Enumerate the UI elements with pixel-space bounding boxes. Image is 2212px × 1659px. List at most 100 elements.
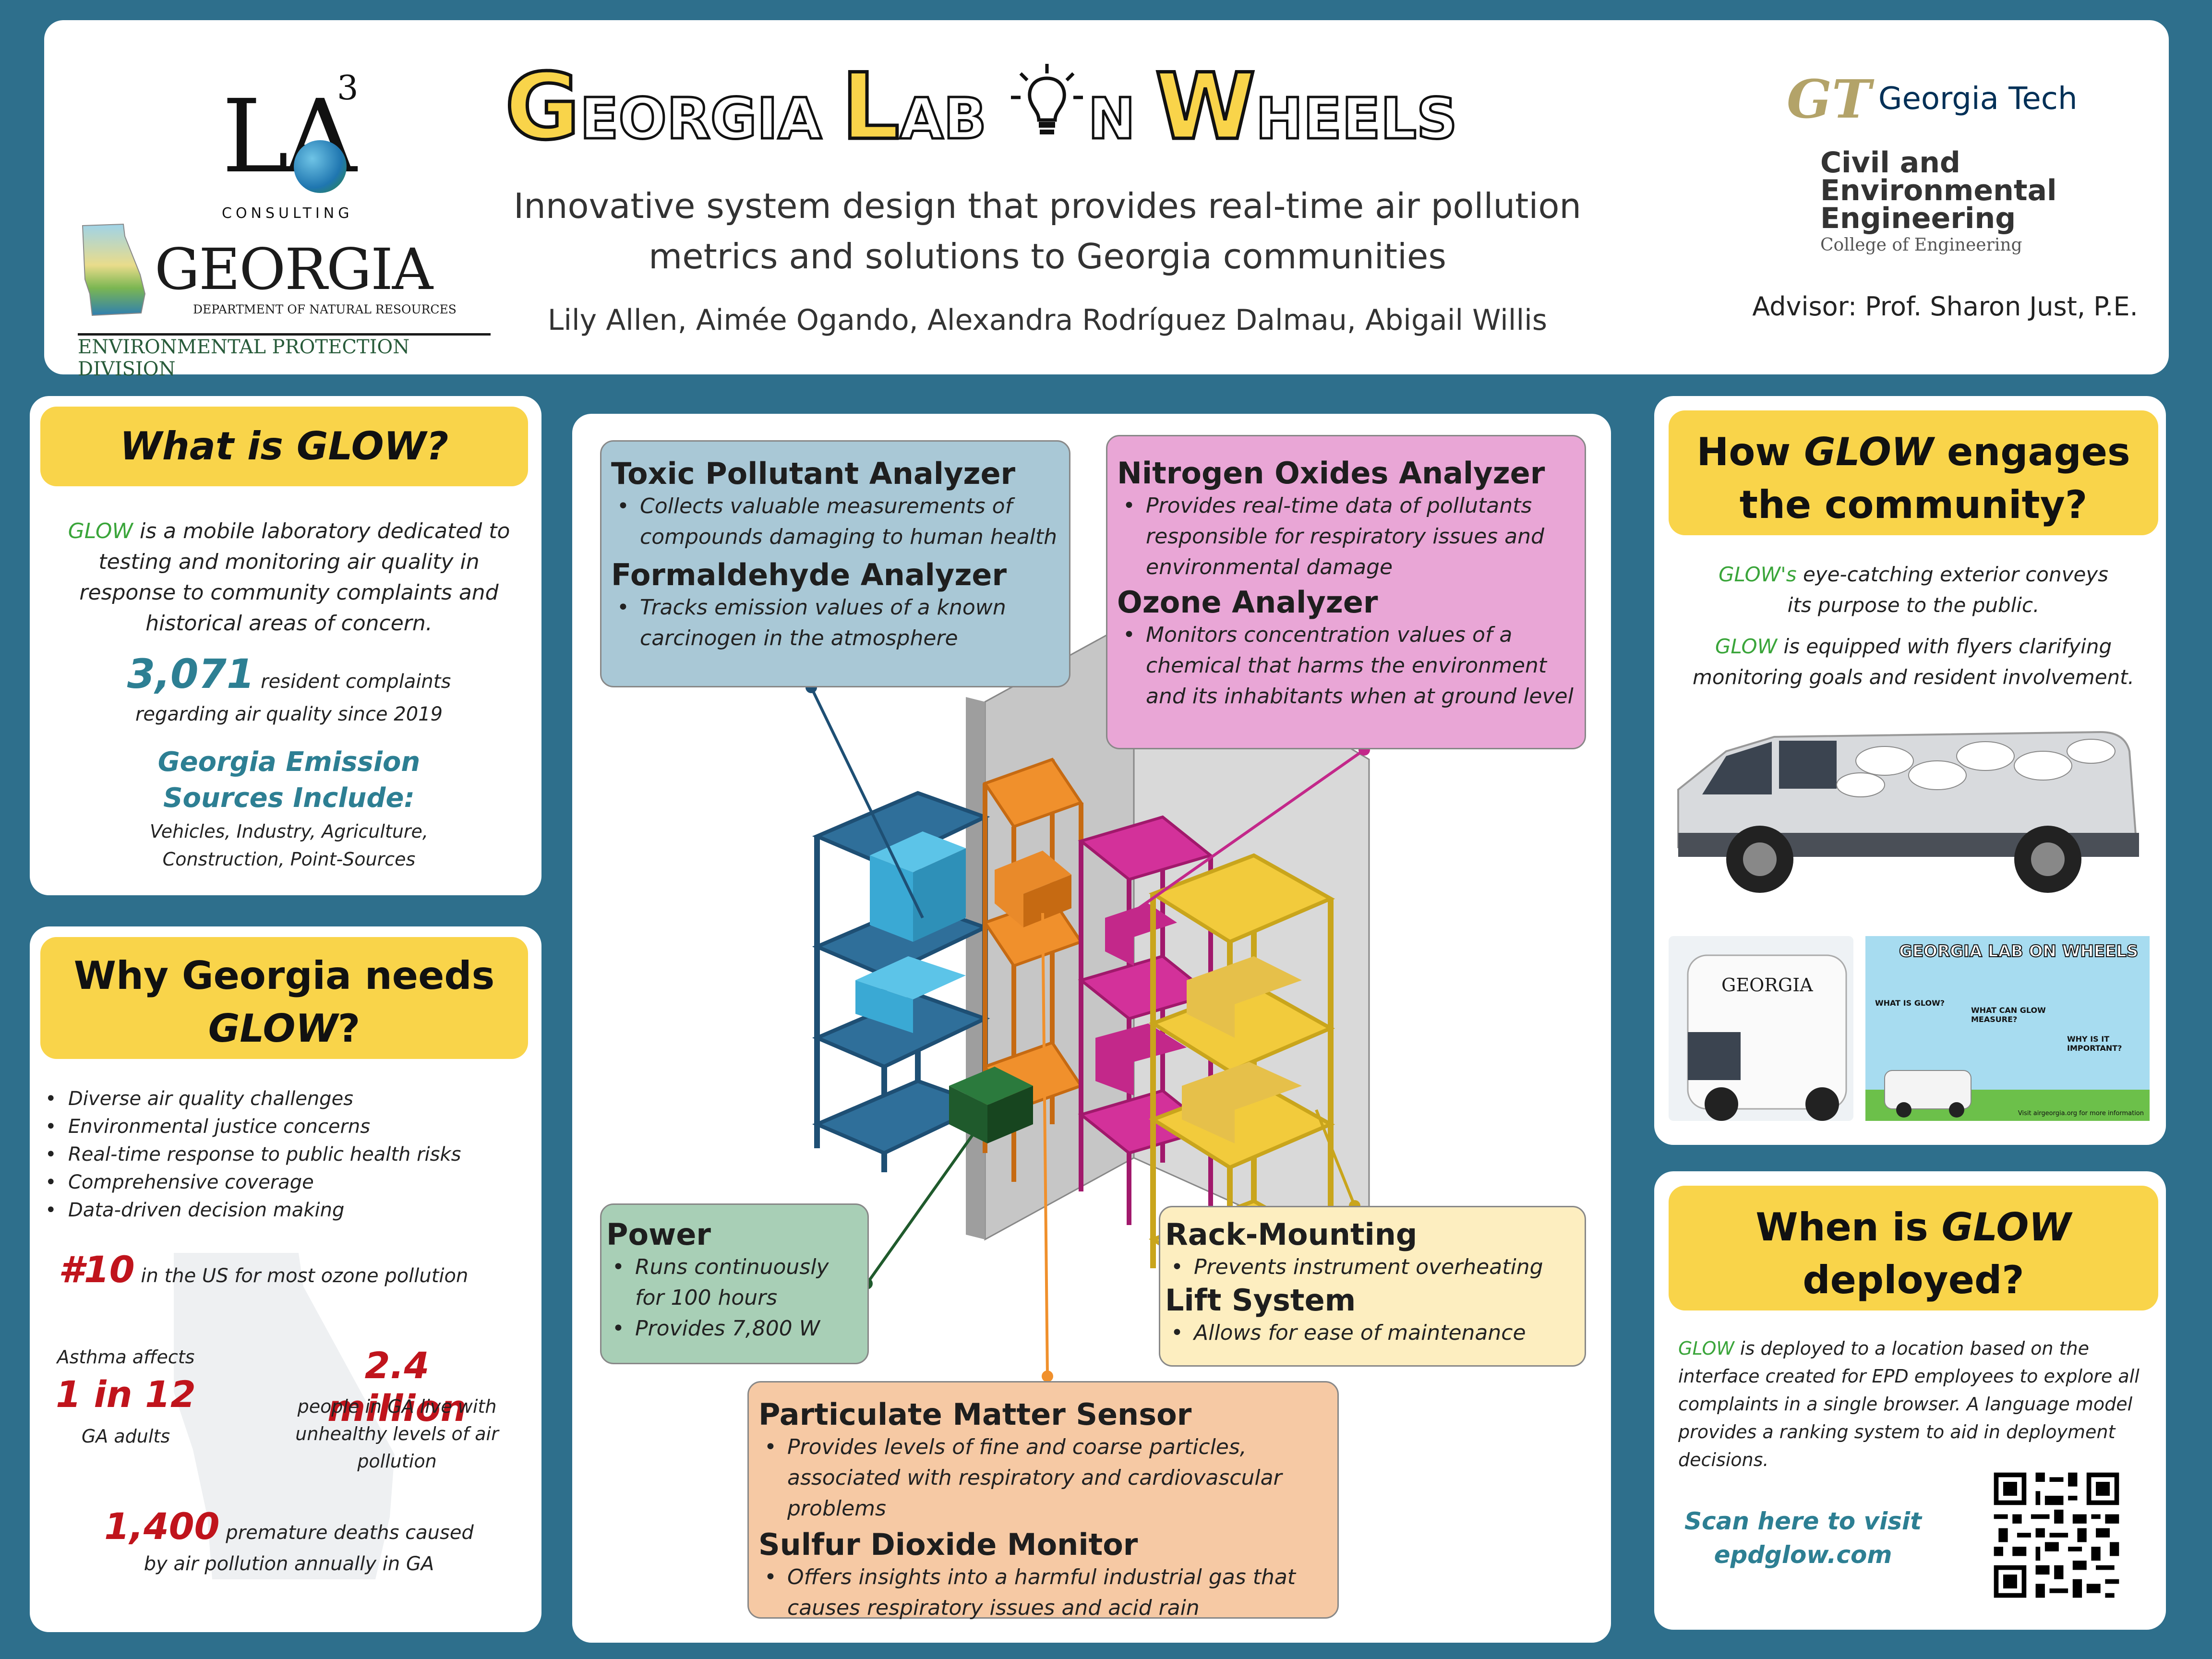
what-is-glow-header: What is GLOW? [40,407,528,486]
formaldehyde-title: Formaldehyde Analyzer [611,557,1007,592]
title-word-n: N [1087,84,1155,153]
nox-bullet: Provides real-time data of pollutants re… [1117,491,1575,583]
million-number: 2.4 million [327,1344,467,1430]
lift-bullets: Allows for ease of maintenance [1165,1318,1580,1348]
power-title: Power [606,1217,711,1252]
scan-line-2[interactable]: epdglow.com [1714,1541,1892,1569]
van-interior-render [805,619,1370,1382]
rack-bullet: Prevents instrument overheating [1165,1252,1580,1283]
connector-toxic [810,686,924,919]
rack-title: Rack-Mounting [1165,1217,1418,1252]
authors: Lily Allen, Aimée Ogando, Alexandra Rodr… [547,303,1548,337]
pm-bullet: Provides levels of fine and coarse parti… [758,1432,1328,1524]
complaints-stat: 3,071 resident complaints [59,650,519,697]
ozone-bullet: Monitors concentration values of a chemi… [1117,620,1575,712]
toxic-formaldehyde-box: Toxic Pollutant Analyzer Collects valuab… [600,440,1070,687]
engage-header: How GLOW engages the community? [1669,410,2158,535]
ozone-title: Ozone Analyzer [1117,585,1378,620]
subtitle-line-1: Innovative system design that provides r… [513,186,1582,226]
what-is-glow-title: What is GLOW? [120,424,449,469]
title-letter-g: G [504,52,582,162]
power-box: Power Runs continuously for 100 hours Pr… [600,1203,869,1364]
deaths-text-1: premature deaths caused [219,1522,474,1544]
rack-bullets: Prevents instrument overheating [1165,1252,1580,1283]
toxic-bullets: Collects valuable measurements of compou… [611,491,1059,553]
title-letter-w: W [1154,52,1258,162]
power-bullet: Runs continuously for 100 hours [606,1252,863,1313]
epd-divider [78,333,491,336]
formaldehyde-bullet: Tracks emission values of a known carcin… [611,592,1059,654]
la3-consulting: CONSULTING [222,205,353,222]
power-bullet: Provides 7,800 W [606,1313,863,1344]
deaths-stat: 1,400 premature deaths caused [49,1505,529,1548]
why-bullet: Environmental justice concerns [39,1113,529,1141]
gt-mark: GT [1787,68,1871,130]
cee-college: College of Engineering [1820,235,2022,255]
engage-title-2: the community? [1739,482,2088,527]
poster-title: GEORGIA LAB N WHEELS [504,52,1686,162]
georgia-state-icon [82,223,146,316]
why-bullets: Diverse air quality challenges Environme… [39,1085,529,1224]
lift-bullet: Allows for ease of maintenance [1165,1318,1580,1348]
ozone-rank: #10 in the US for most ozone pollution [59,1248,539,1291]
title-word-ab: AB [898,84,1007,153]
why-bullet: Diverse air quality challenges [39,1085,529,1113]
why-bullet: Data-driven decision making [39,1196,529,1224]
formaldehyde-bullets: Tracks emission values of a known carcin… [611,592,1059,654]
engage-title-post: engages [1934,430,2130,474]
why-title-1: Why Georgia needs [73,953,495,998]
title-word-heels: HEELS [1254,84,1458,153]
gt-name: Georgia Tech [1878,81,2078,117]
lift-title: Lift System [1165,1283,1356,1318]
power-bullets: Runs continuously for 100 hours Provides… [606,1252,863,1344]
gt-logo: GT Georgia Tech [1787,68,2123,130]
deaths-text-2: by air pollution annually in GA [144,1553,434,1575]
engage-title-glow: GLOW [1804,430,1934,474]
so2-title: Sulfur Dioxide Monitor [758,1527,1138,1562]
what-is-glow-desc: GLOW is a mobile laboratory dedicated to… [59,516,519,639]
sources-list-1: Vehicles, Industry, Agriculture, [150,821,428,842]
center-panel: Toxic Pollutant Analyzer Collects valuab… [572,414,1611,1643]
qr-code-icon[interactable] [1989,1468,2124,1602]
georgia-map-silhouette [174,1253,395,1579]
globe-icon [294,140,347,193]
lightbulb-icon [1006,64,1088,143]
deaths-number: 1,400 [104,1505,220,1548]
deploy-glow: GLOW [1678,1338,1734,1359]
rack-lift-box: Rack-Mounting Prevents instrument overhe… [1159,1206,1586,1367]
deploy-desc: is deployed to a location based on the i… [1678,1338,2140,1470]
flyer-q3: WHY IS IT IMPORTANT? [2067,1034,2122,1053]
flyer-van-icon [1865,1070,2150,1121]
ozone-rank-number: #10 [59,1248,135,1291]
connector-power [866,1123,982,1285]
scan-line-1: Scan here to visit [1684,1507,1922,1535]
what-is-glow-desc-text: is a mobile laboratory dedicated to test… [79,519,510,636]
georgia-dnr-logo: GEORGIA DEPARTMENT OF NATURAL RESOURCES … [78,222,491,380]
cee-line-3: Engineering [1820,202,2016,235]
engage-p1-text: eye-catching exterior conveys its purpos… [1787,563,2109,617]
nox-ozone-box: Nitrogen Oxides Analyzer Provides real-t… [1106,435,1586,749]
engage-panel: How GLOW engages the community? GLOW's e… [1654,396,2166,1145]
pm-bullets: Provides levels of fine and coarse parti… [758,1432,1328,1524]
sources-list-2: Construction, Point-Sources [162,849,416,870]
toxic-bullet: Collects valuable measurements of compou… [611,491,1059,553]
deploy-panel: When is GLOW deployed? GLOW is deployed … [1654,1171,2166,1630]
flyer-image: GEORGIA LAB ON WHEELS WHAT IS GLOW? WHAT… [1865,936,2150,1121]
million-text: people in GA live with unhealthy levels … [295,1396,499,1472]
van-side-image [1677,731,2139,893]
title-word-eorgia: EORGIA [578,84,842,153]
sources-title-2: Sources Include: [163,782,415,814]
georgia-dept-text: DEPARTMENT OF NATURAL RESOURCES [193,302,457,316]
engage-p1: GLOW's eye-catching exterior conveys its… [1712,559,2115,621]
ozone-rank-text: in the US for most ozone pollution [134,1265,469,1287]
sources-title-1: Georgia Emission [157,746,421,778]
ozone-bullets: Monitors concentration values of a chemi… [1117,620,1575,712]
asthma-pre: Asthma affects [57,1346,195,1368]
what-is-glow-panel: What is GLOW? GLOW is a mobile laborator… [30,396,541,895]
complaints-text-2: regarding air quality since 2019 [135,703,443,725]
complaints-text-1: resident complaints [254,671,451,693]
van-rear-image: GEORGIA [1669,936,1853,1121]
asthma-post: GA adults [81,1426,170,1447]
why-title-q: ? [337,1006,361,1051]
georgia-logo-text: GEORGIA [155,236,433,302]
